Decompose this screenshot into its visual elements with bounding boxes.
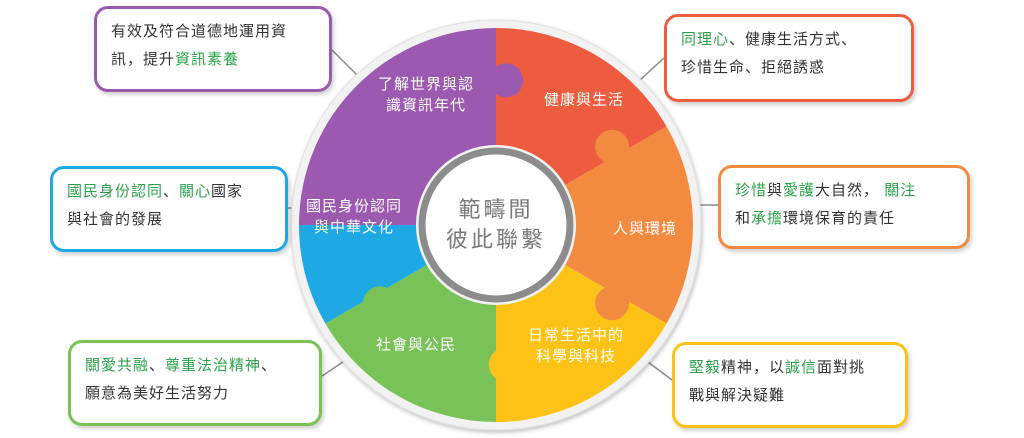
knob-civic-identity [362, 286, 397, 321]
connector-health [639, 57, 665, 81]
segment-label-environment: 人與環境 [612, 220, 678, 238]
center-circle [418, 147, 574, 303]
segment-information [299, 28, 496, 225]
segment-environment [565, 126, 693, 324]
connector-information [331, 49, 361, 79]
callout-information: 有效及符合道德地運用資 訊，提升資訊素養 [94, 6, 332, 92]
segment-identity [299, 225, 427, 324]
callout-civic: 關愛共融、尊重法治精神、 願意為美好生活努力 [68, 340, 322, 426]
connector-civic [321, 359, 347, 377]
callout-identity: 國民身份認同、關心國家 與社會的發展 [50, 166, 288, 252]
knob-env-science [595, 286, 630, 321]
callout-environment: 珍惜與愛護大自然， 關注 和承擔環境保育的責任 [718, 165, 970, 249]
knob-info-health [489, 63, 524, 98]
center-label: 範疇間彼此聯繫 [445, 197, 547, 252]
segment-label-identity: 國民身份認同與中華文化 [305, 198, 403, 236]
segment-label-civic: 社會與公民 [375, 336, 457, 354]
segment-label-health: 健康與生活 [543, 91, 625, 109]
segment-label-science: 日常生活中的科學與科技 [527, 327, 625, 365]
connector-science [647, 361, 673, 381]
callout-health: 同理心、健康生活方式、 珍惜生命、拒絕誘惑 [664, 14, 914, 102]
knob-health-env [595, 129, 630, 164]
knob-science-civic [488, 347, 523, 382]
callout-science: 堅毅精神，以誠信面對挑 戰與解決疑難 [672, 342, 908, 428]
knob-identity-info [344, 142, 379, 177]
segment-label-info: 了解世界與認識資訊年代 [377, 76, 475, 114]
